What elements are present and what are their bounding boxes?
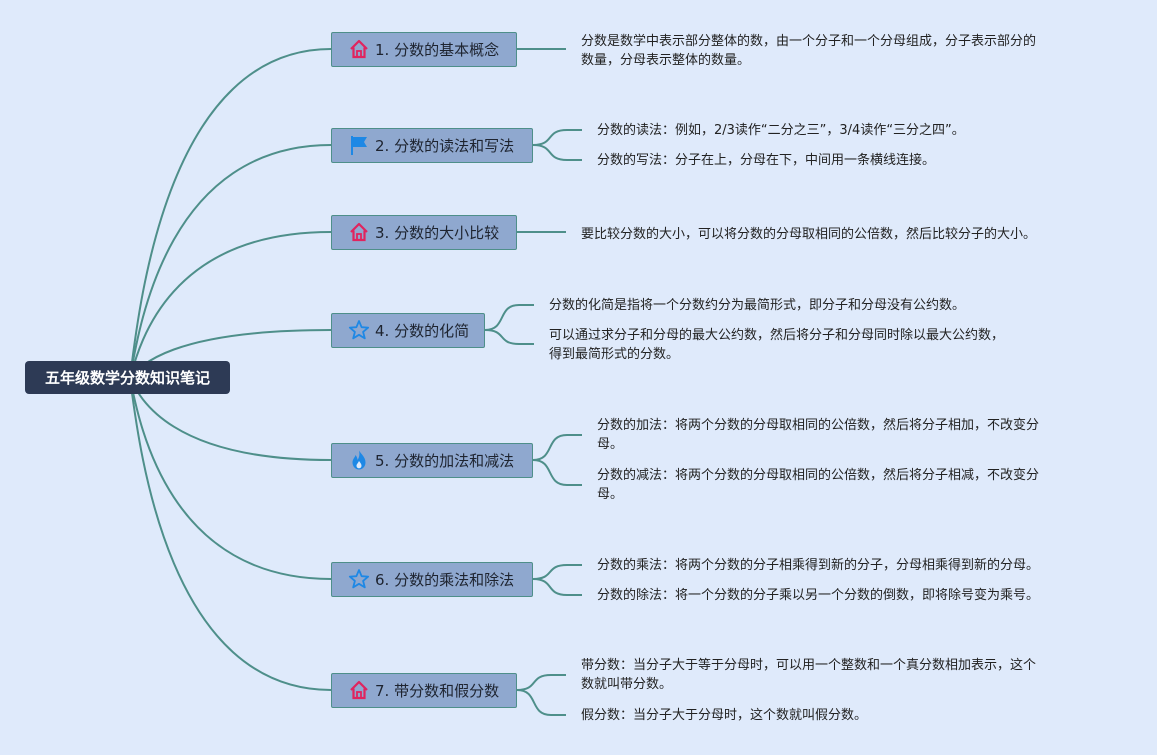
connector-line [484, 329, 534, 345]
topic-note: 假分数：当分子大于分母时，这个数就叫假分数。 [581, 706, 867, 725]
topic-t4[interactable]: 4. 分数的化简 [331, 312, 485, 348]
topic-note: 分数的读法：例如，2/3读作“二分之三”，3/4读作“三分之四”。 [597, 121, 965, 140]
note-line: 带分数：当分子大于等于分母时，可以用一个整数和一个真分数相加表示，这个 [581, 658, 1037, 673]
topic-note: 分数是数学中表示部分整体的数，由一个分子和一个分母组成，分子表示部分的数量，分母… [581, 32, 1036, 70]
topic-label: 6. 分数的乘法和除法 [375, 570, 515, 589]
fire-icon [348, 449, 370, 471]
note-line: 可以通过求分子和分母的最大公约数，然后将分子和分母同时除以最大公约数， [549, 328, 1005, 343]
connector-line [129, 144, 332, 379]
note-line: 分数的除法：将一个分数的分子乘以另一个分数的倒数，即将除号变为乘号。 [597, 588, 1040, 603]
topic-label: 2. 分数的读法和写法 [375, 136, 515, 155]
connector-line [532, 459, 582, 486]
flag-icon [348, 134, 370, 156]
topic-label: 4. 分数的化简 [375, 321, 470, 340]
connector-line [129, 377, 332, 580]
connector-line [532, 564, 582, 580]
topic-t5[interactable]: 5. 分数的加法和减法 [331, 442, 533, 478]
topic-note: 分数的除法：将一个分数的分子乘以另一个分数的倒数，即将除号变为乘号。 [597, 586, 1039, 605]
star-icon [348, 319, 370, 341]
connector-line [129, 231, 332, 379]
topic-t1[interactable]: 1. 分数的基本概念 [331, 31, 517, 67]
topic-label: 1. 分数的基本概念 [375, 40, 500, 59]
star-icon [348, 568, 370, 590]
topic-note: 要比较分数的大小，可以将分数的分母取相同的公倍数，然后比较分子的大小。 [581, 225, 1036, 244]
topic-note: 带分数：当分子大于等于分母时，可以用一个整数和一个真分数相加表示，这个数就叫带分… [581, 656, 1036, 694]
home-icon [348, 221, 370, 243]
topic-note: 分数的乘法：将两个分数的分子相乘得到新的分子，分母相乘得到新的分母。 [597, 556, 1039, 575]
note-line: 分数的写法：分子在上，分母在下，中间用一条横线连接。 [597, 153, 936, 168]
topic-t3[interactable]: 3. 分数的大小比较 [331, 214, 517, 250]
note-line: 数就叫带分数。 [581, 677, 673, 692]
topic-note: 分数的写法：分子在上，分母在下，中间用一条横线连接。 [597, 151, 935, 170]
connector-line [484, 304, 534, 331]
topic-t7[interactable]: 7. 带分数和假分数 [331, 672, 517, 708]
topic-t6[interactable]: 6. 分数的乘法和除法 [331, 561, 533, 597]
topic-label: 3. 分数的大小比较 [375, 223, 500, 242]
note-line: 分数的读法：例如，2/3读作“二分之三”，3/4读作“三分之四”。 [597, 123, 965, 138]
connector-line [516, 674, 566, 691]
note-line: 得到最简形式的分数。 [549, 347, 680, 362]
note-line: 数量，分母表示整体的数量。 [581, 53, 751, 68]
connector-line [516, 689, 566, 716]
topic-t2[interactable]: 2. 分数的读法和写法 [331, 127, 533, 163]
note-line: 母。 [597, 437, 624, 452]
home-icon [348, 38, 370, 60]
connector-line [532, 144, 582, 161]
note-line: 要比较分数的大小，可以将分数的分母取相同的公倍数，然后比较分子的大小。 [581, 227, 1037, 242]
connector-line [129, 48, 332, 379]
note-line: 分数的乘法：将两个分数的分子相乘得到新的分子，分母相乘得到新的分母。 [597, 558, 1040, 573]
root-topic[interactable]: 五年级数学分数知识笔记 [25, 361, 230, 394]
note-line: 假分数：当分子大于分母时，这个数就叫假分数。 [581, 708, 868, 723]
connector-line [532, 129, 582, 146]
connector-line [532, 578, 582, 596]
connector-line [532, 434, 582, 461]
note-line: 分数的化简是指将一个分数约分为最简形式，即分子和分母没有公约数。 [549, 298, 966, 313]
topic-label: 7. 带分数和假分数 [375, 681, 500, 700]
topic-note: 分数的加法：将两个分数的分母取相同的公倍数，然后将分子相加，不改变分母。 [597, 416, 1039, 454]
topic-label: 5. 分数的加法和减法 [375, 451, 515, 470]
note-line: 分数的减法：将两个分数的分母取相同的公倍数，然后将分子相减，不改变分 [597, 468, 1040, 483]
topic-note: 分数的化简是指将一个分数约分为最简形式，即分子和分母没有公约数。 [549, 296, 965, 315]
connector-line [129, 377, 332, 691]
home-icon [348, 679, 370, 701]
note-line: 母。 [597, 487, 624, 502]
topic-note: 可以通过求分子和分母的最大公约数，然后将分子和分母同时除以最大公约数， 得到最简形… [549, 326, 1004, 364]
note-line: 分数是数学中表示部分整体的数，由一个分子和一个分母组成，分子表示部分的 [581, 34, 1037, 49]
note-line: 分数的加法：将两个分数的分母取相同的公倍数，然后将分子相加，不改变分 [597, 418, 1040, 433]
topic-note: 分数的减法：将两个分数的分母取相同的公倍数，然后将分子相减，不改变分母。 [597, 466, 1039, 504]
